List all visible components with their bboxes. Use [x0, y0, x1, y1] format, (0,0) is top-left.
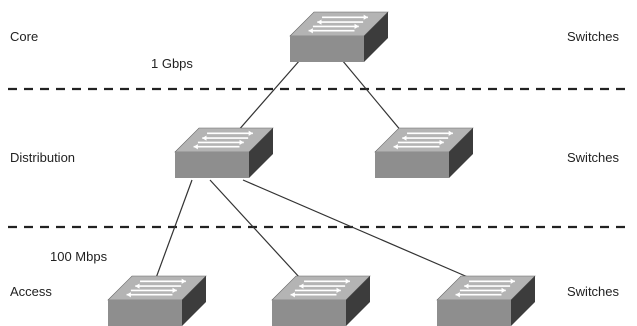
core-layer-label: Core — [10, 29, 38, 44]
access-switch-1-arrow-2-head — [172, 287, 177, 294]
link-dist1-access3 — [242, 179, 471, 279]
distribution-switch-2 — [374, 127, 474, 178]
distribution-switch-2-arrow-3-head — [393, 144, 398, 150]
access-switch-2-front — [272, 300, 346, 326]
connections — [155, 59, 471, 279]
distribution-switch-1-front — [175, 152, 249, 178]
access-link-speed-label: 100 Mbps — [50, 249, 108, 264]
access-switch-3-front — [437, 300, 511, 326]
distribution-switch-2-front — [375, 152, 449, 178]
distribution-switch-2-arrow-1-head — [402, 135, 407, 141]
distribution-switch-1 — [174, 127, 274, 178]
distribution-layer-label: Distribution — [10, 150, 75, 165]
distribution-switch-2-arrow-2-head — [439, 139, 444, 146]
access-switch-2-arrow-2-head — [336, 287, 341, 294]
core-switch-side — [364, 12, 388, 62]
core-switch-arrow-3-head — [308, 28, 313, 34]
core-switches-label: Switches — [567, 29, 620, 44]
distribution-switches-label: Switches — [567, 150, 620, 165]
access-switch-2-arrow-1-head — [299, 283, 304, 289]
link-dist1-access2 — [209, 179, 301, 279]
access-switch-1 — [107, 275, 207, 326]
access-switch-1-front — [108, 300, 182, 326]
access-switch-3-arrow-0-head — [510, 278, 515, 284]
link-core-dist1 — [236, 59, 301, 133]
link-dist1-access1 — [155, 179, 193, 279]
access-switch-2-arrow-0-head — [345, 278, 350, 284]
access-switch-3 — [436, 275, 536, 326]
access-layer-label: Access — [10, 284, 52, 299]
core-switch-arrow-0-head — [363, 14, 368, 20]
core-switch-arrow-1-head — [317, 19, 322, 25]
distribution-switch-1-arrow-0-head — [248, 130, 253, 136]
access-switches-label: Switches — [567, 284, 620, 299]
core-switch-front — [290, 36, 364, 62]
link-core-dist2 — [341, 59, 403, 133]
core-switch — [289, 11, 389, 62]
access-switch-1-arrow-0-head — [181, 278, 186, 284]
distribution-switch-2-side — [449, 128, 473, 178]
switches-group — [107, 11, 536, 326]
access-switch-2-side — [346, 276, 370, 326]
access-switch-1-side — [182, 276, 206, 326]
access-switch-1-arrow-1-head — [135, 283, 140, 289]
access-switch-2-arrow-3-head — [290, 292, 295, 298]
distribution-switch-1-arrow-1-head — [202, 135, 207, 141]
distribution-switch-2-arrow-0-head — [448, 130, 453, 136]
core-switch-arrow-2-head — [354, 23, 359, 30]
distribution-switch-1-side — [249, 128, 273, 178]
access-switch-3-arrow-2-head — [501, 287, 506, 294]
core-link-speed-label: 1 Gbps — [151, 56, 193, 71]
distribution-switch-1-arrow-2-head — [239, 139, 244, 146]
access-switch-2 — [271, 275, 371, 326]
access-switch-3-side — [511, 276, 535, 326]
access-switch-3-arrow-1-head — [464, 283, 469, 289]
distribution-switch-1-arrow-3-head — [193, 144, 198, 150]
access-switch-3-arrow-3-head — [455, 292, 460, 298]
access-switch-1-arrow-3-head — [126, 292, 131, 298]
